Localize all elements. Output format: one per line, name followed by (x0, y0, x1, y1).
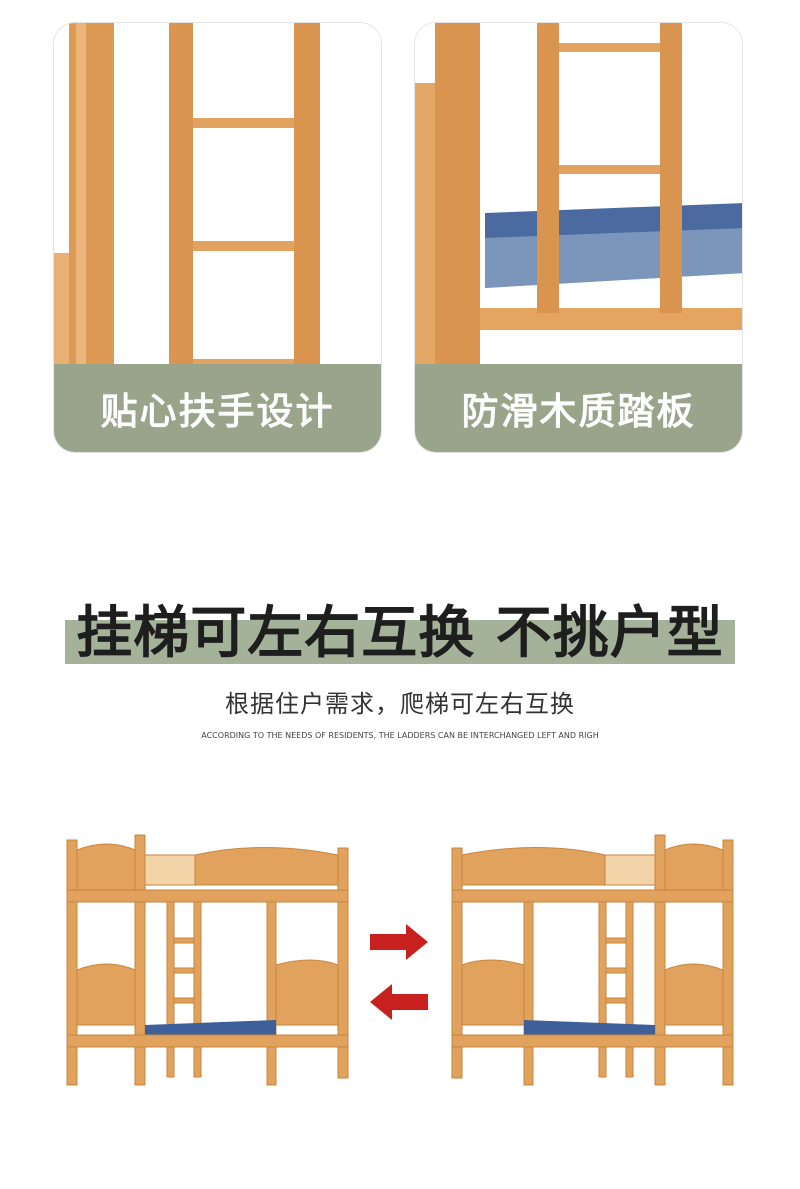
feature-card-tread: 防滑木质踏板 (414, 22, 743, 453)
tread-photo (415, 23, 742, 368)
feature-label: 防滑木质踏板 (415, 364, 742, 452)
headline-highlight (65, 620, 735, 664)
subtitle-english: ACCORDING TO THE NEEDS OF RESIDENTS, THE… (201, 731, 599, 740)
arrow-left-icon (370, 984, 428, 1020)
feature-card-handrail: 贴心扶手设计 (53, 22, 382, 453)
subtitle: 根据住户需求，爬梯可左右互换 (225, 690, 575, 718)
handrail-photo (54, 23, 381, 368)
headline: 挂梯可左右互换 不挑户型 (76, 601, 724, 666)
bunk-bed-ladder-left (66, 834, 349, 1086)
bunk-bed-ladder-right (451, 834, 734, 1086)
feature-label: 贴心扶手设计 (54, 364, 381, 452)
arrow-right-icon (370, 924, 428, 960)
